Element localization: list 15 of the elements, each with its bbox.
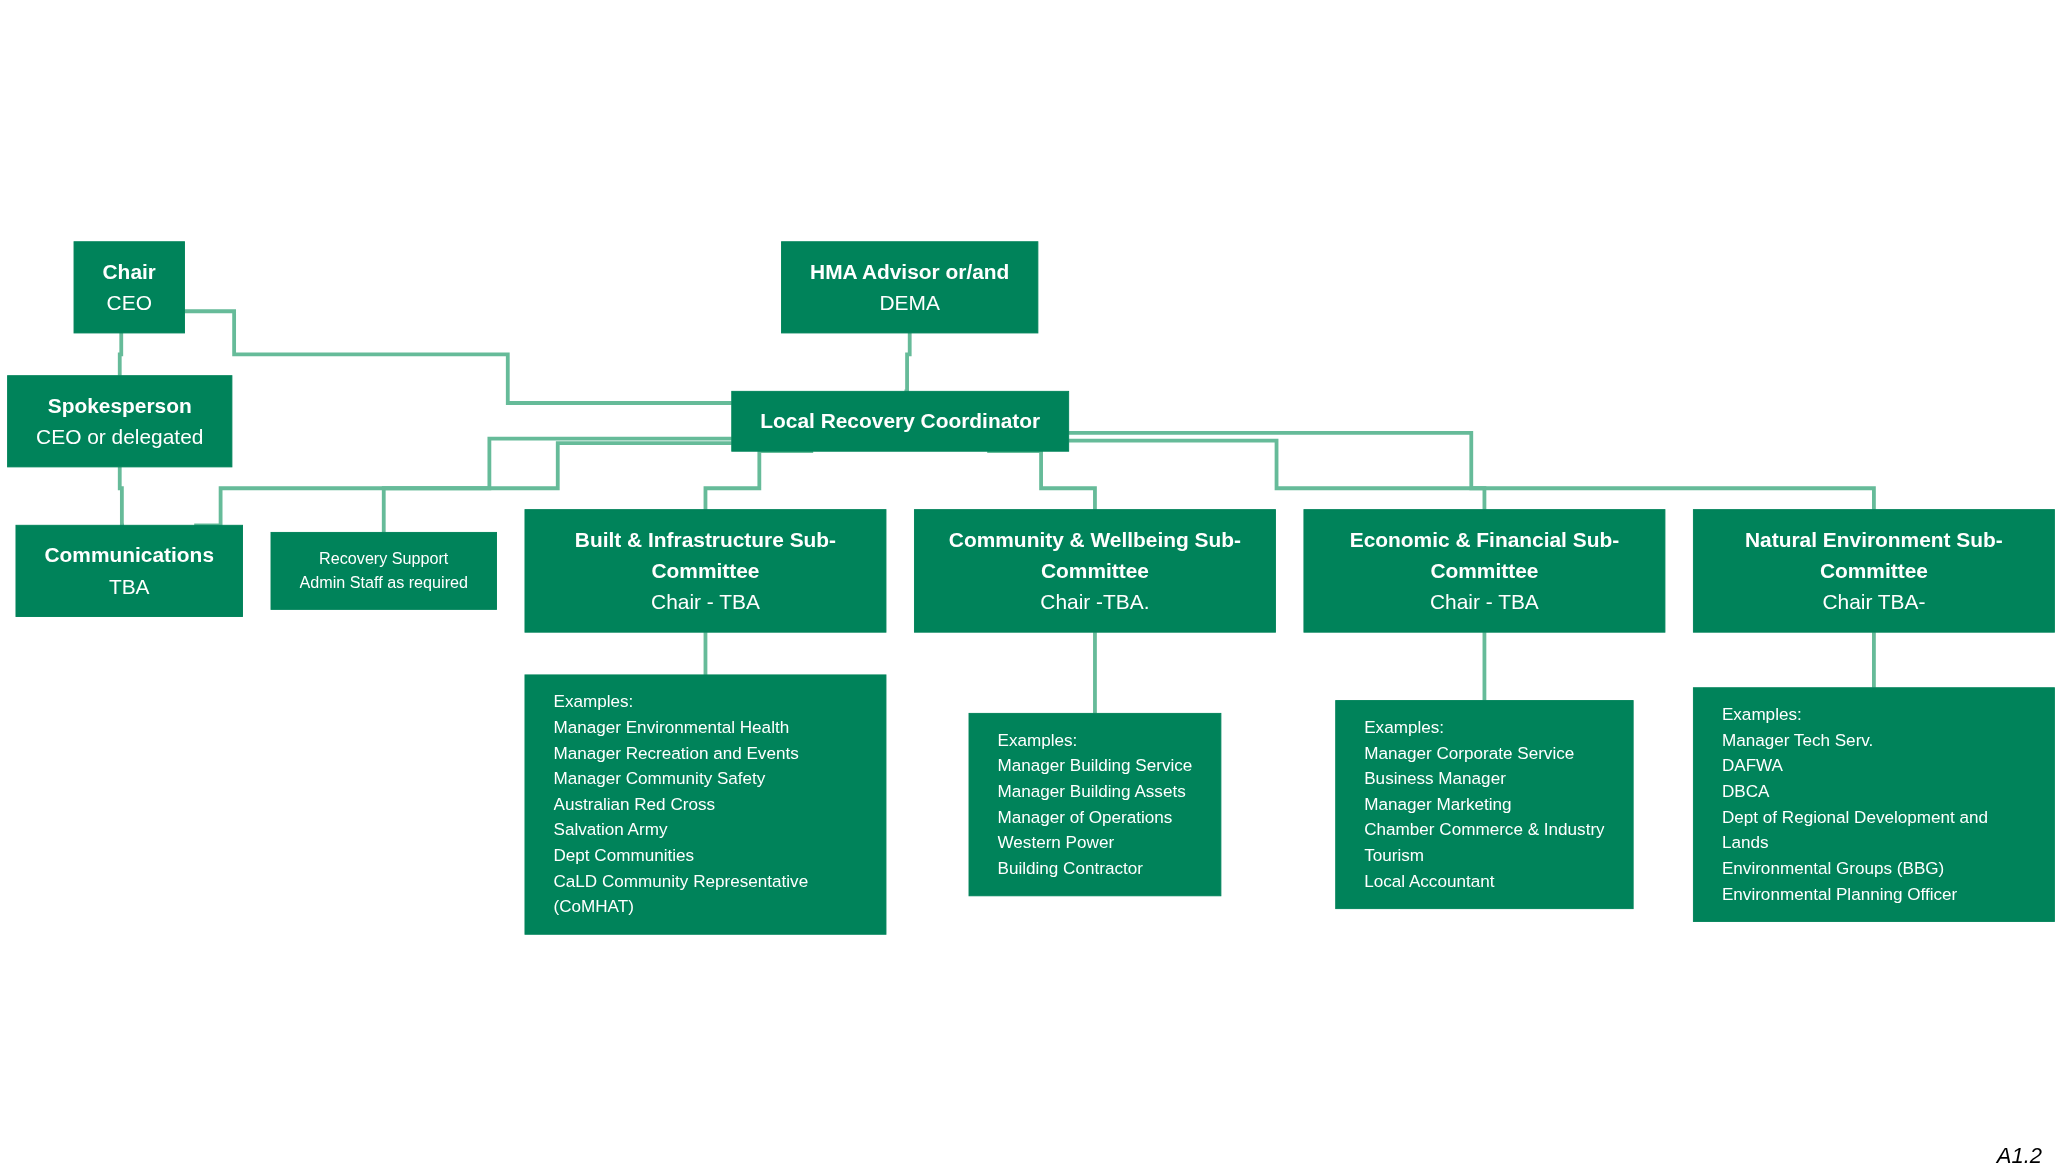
connector: [184, 308, 732, 405]
node-box: [781, 240, 1039, 333]
node-box: [914, 508, 1276, 633]
node-box: [7, 374, 233, 467]
node-box: [73, 240, 185, 333]
node-box: [731, 390, 1070, 452]
node-box: [270, 531, 497, 610]
node-box: [968, 712, 1222, 896]
node-box: [15, 524, 243, 617]
node-box: [524, 673, 887, 935]
node-box: [524, 508, 887, 633]
node-box: [1303, 508, 1666, 633]
node-box: [1692, 686, 2055, 922]
node-box: [1692, 508, 2055, 633]
node-box: [1335, 699, 1634, 909]
